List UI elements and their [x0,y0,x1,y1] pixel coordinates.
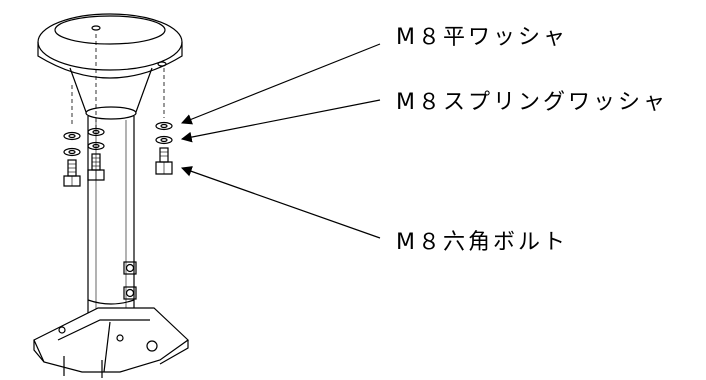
left-hardware-stack [63,85,81,187]
hex-bolt-arrow [180,166,381,239]
hex-bolt-label: M８六角ボルト [396,230,568,255]
middle-hardware-stack [87,34,105,181]
ceiling-flange [37,13,183,79]
flat-washer-arrow [180,43,381,125]
right-hardware-stack [155,68,173,175]
spring-washer-label: M８スプリングワッシャ [396,90,668,115]
support-tube [87,116,135,316]
flat-washer-label: M８平ワッシャ [396,25,568,50]
tapered-neck [69,67,153,120]
spring-washer-arrow [180,99,381,143]
bottom-mounting-plate [33,307,189,378]
tube-side-nuts [123,261,137,300]
